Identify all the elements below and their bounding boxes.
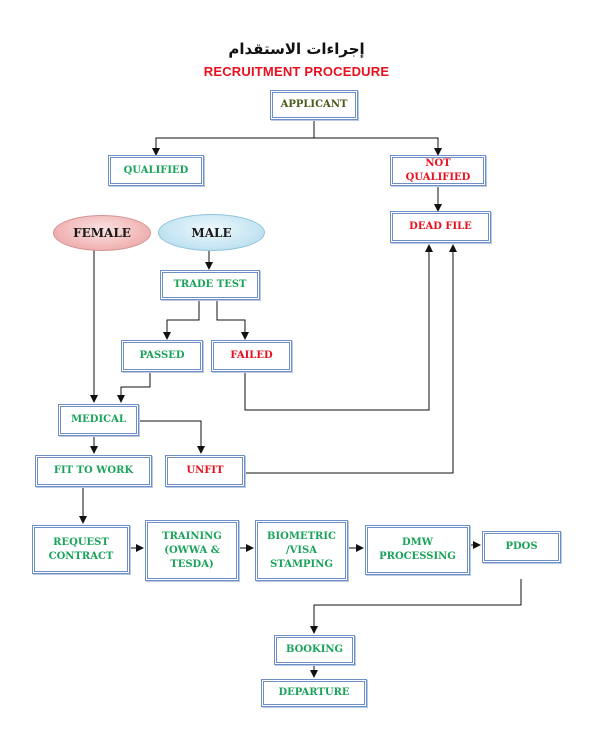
node-biometric-label: BIOMETRIC /VISA STAMPING [267,530,336,570]
node-training: TRAINING (OWWA & TESDA) [145,520,239,581]
arrow-trade-test-to-passed [163,300,200,340]
node-biometric: BIOMETRIC /VISA STAMPING [255,520,348,581]
arrow-medical-to-unfit [139,420,205,454]
node-passed: PASSED [121,340,203,372]
arrow-failed-to-dead-file [244,244,433,411]
arrow-pdos-to-booking [310,579,522,634]
page-title: RECRUITMENT PROCEDURE [203,64,390,79]
arrow-applicant-to-qualified [152,120,315,156]
arrow-trade-test-to-failed [216,300,249,340]
node-pdos: PDOS [482,531,561,563]
node-not-qualified: NOT QUALIFIED [390,155,486,186]
node-applicant: APPLICANT [270,90,358,120]
node-booking: BOOKING [274,635,355,665]
node-departure: DEPARTURE [261,679,367,707]
arrow-passed-to-medical [117,372,151,403]
node-request-contract-label: REQUEST CONTRACT [48,536,114,562]
node-dead-file: DEAD FILE [390,211,491,243]
node-medical: MEDICAL [58,404,139,436]
node-fit-to-work: FIT TO WORK [35,455,152,487]
node-dmw-processing-label: DMW PROCESSING [379,537,456,562]
node-unfit: UNFIT [165,455,245,487]
node-failed: FAILED [211,340,292,372]
arrow-applicant-to-not-qualified [314,137,442,156]
node-dmw-processing: DMW PROCESSING [365,525,470,575]
node-male: MALE [158,214,265,251]
node-qualified: QUALIFIED [108,155,204,186]
node-training-label: TRAINING (OWWA & TESDA) [162,530,222,570]
node-request-contract: REQUEST CONTRACT [32,525,130,574]
arrow-unfit-to-dead-file [245,244,457,474]
node-trade-test: TRADE TEST [160,270,260,300]
title-arabic: إجراءات الاستقدام [228,40,365,58]
node-female: FEMALE [53,215,151,251]
